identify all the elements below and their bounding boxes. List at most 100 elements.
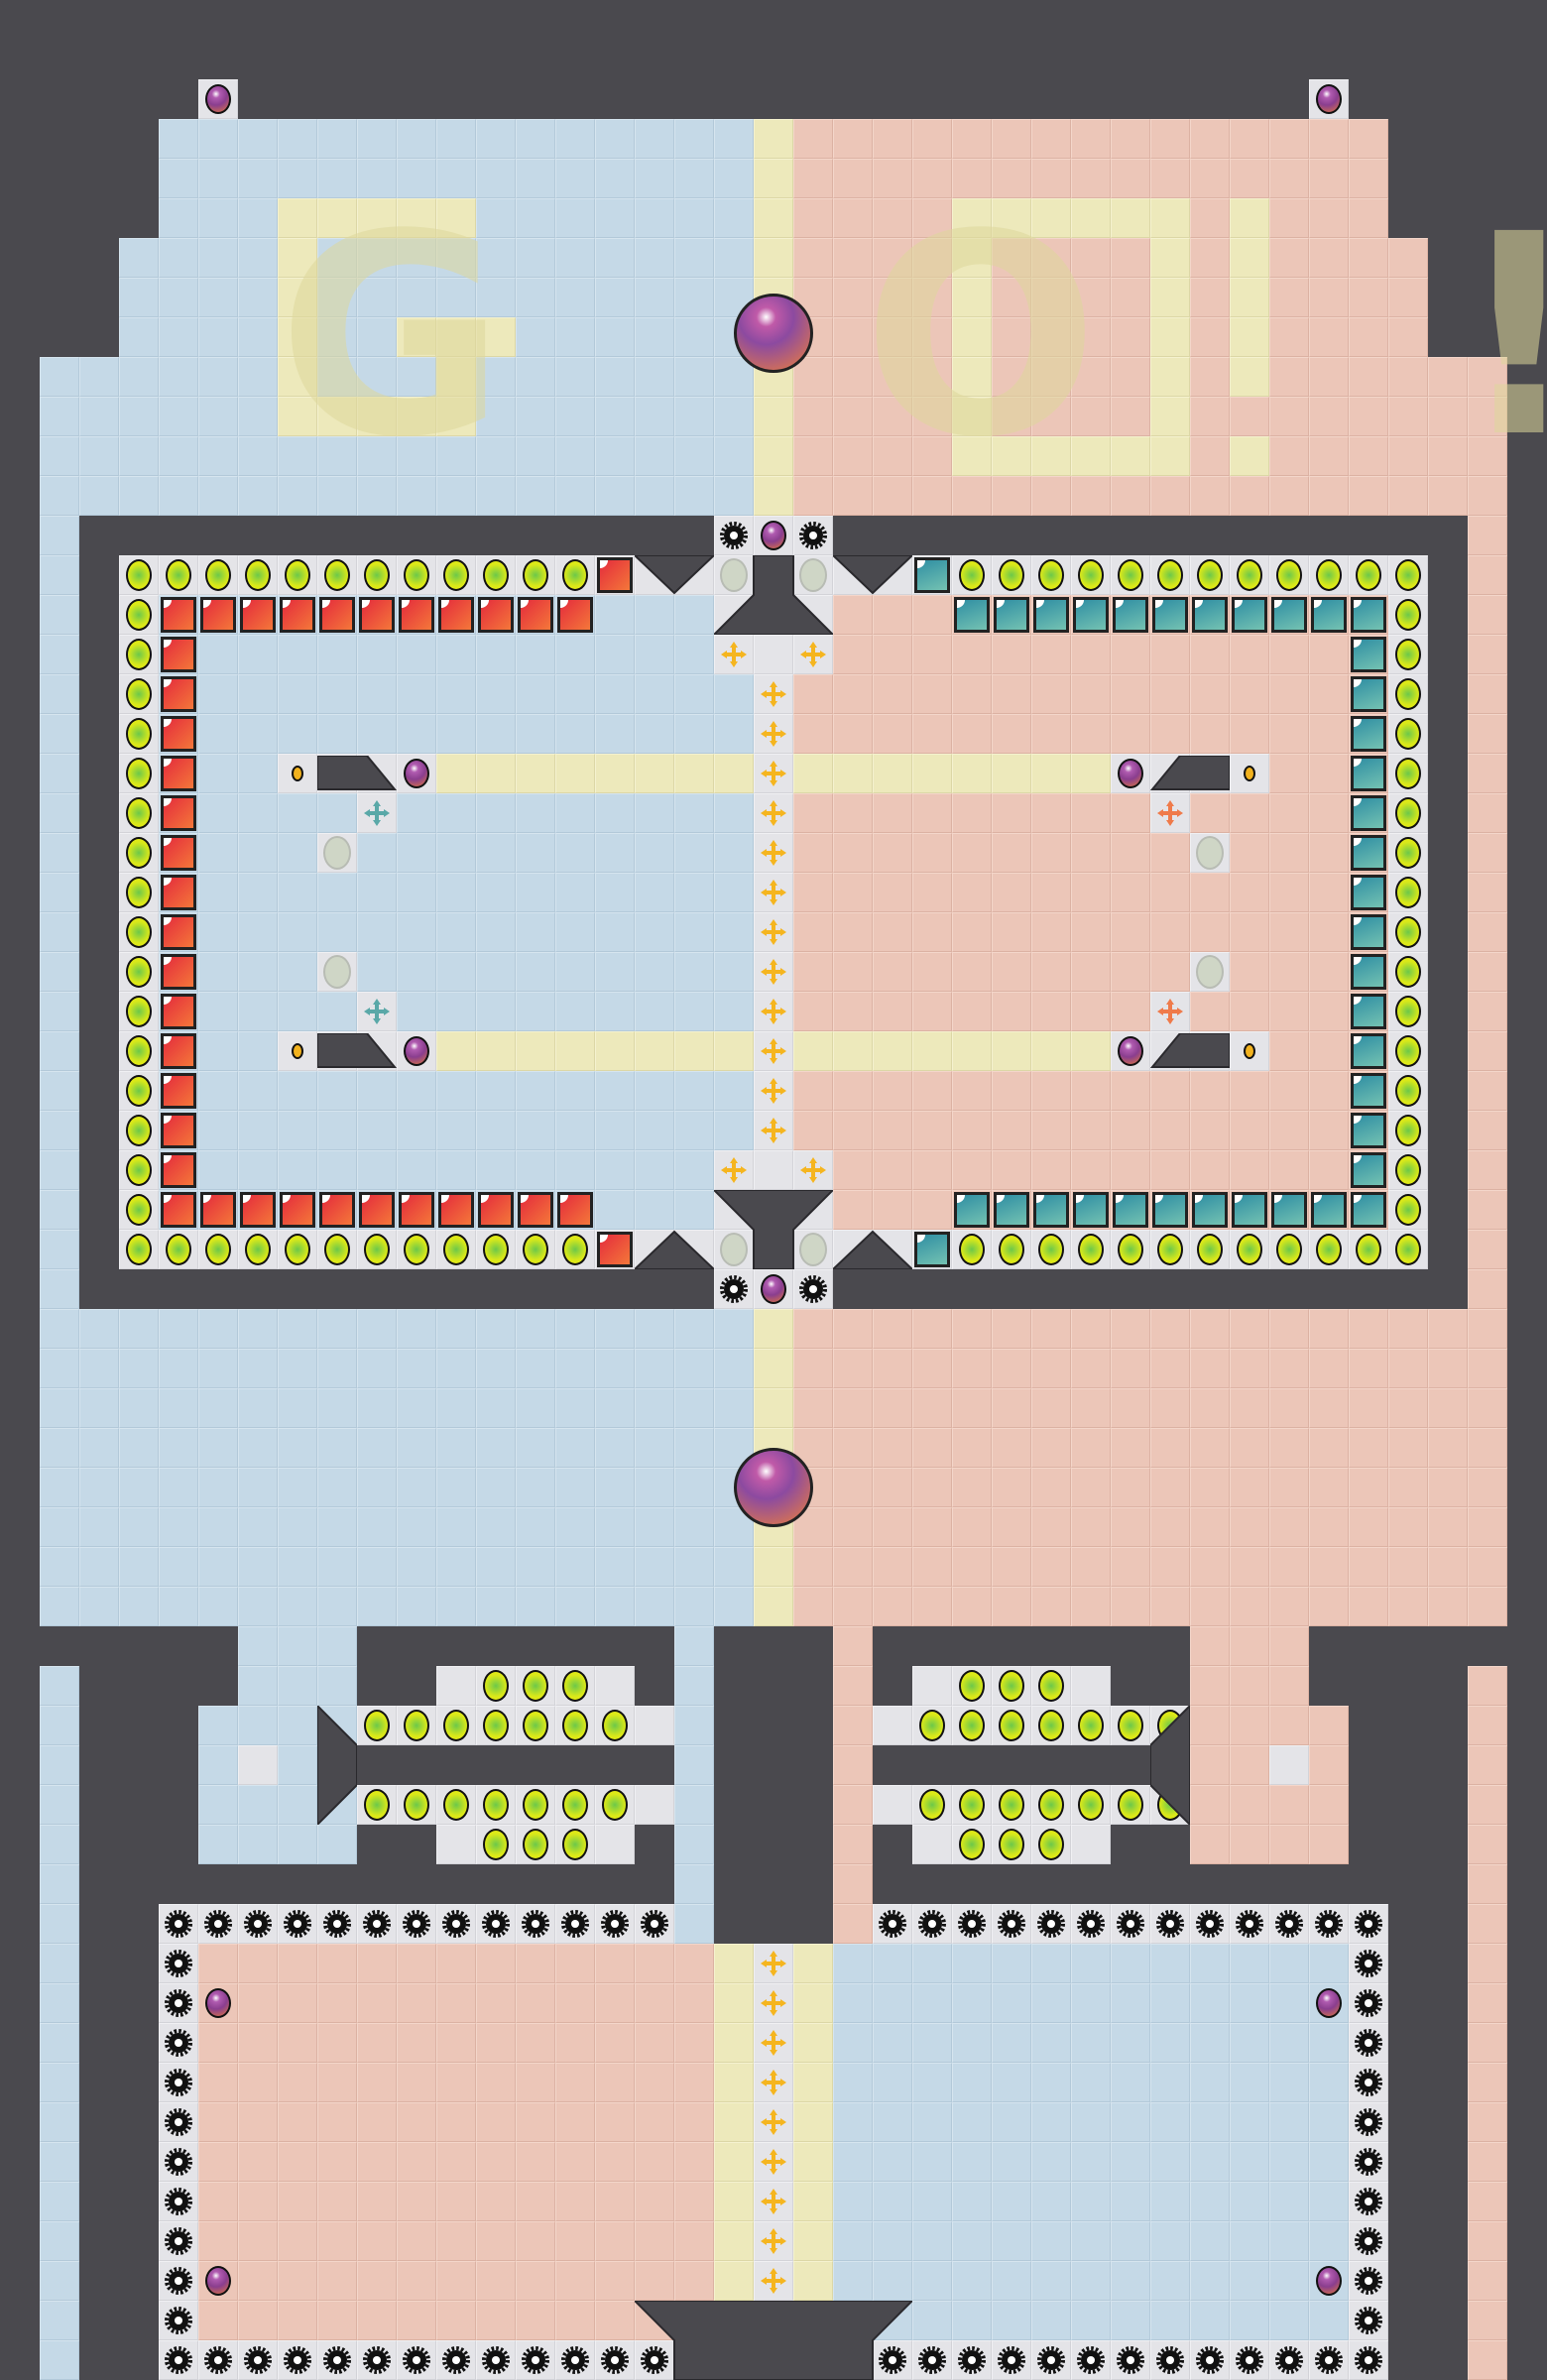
blue-floor-tile bbox=[555, 714, 595, 754]
red-floor-tile bbox=[793, 198, 833, 238]
lane-floor-tile bbox=[754, 436, 793, 476]
gear-icon bbox=[596, 2341, 634, 2379]
blue-floor-tile bbox=[1150, 2023, 1190, 2063]
red-floor-tile bbox=[1230, 1666, 1269, 1706]
blue-floor-tile bbox=[595, 1349, 635, 1388]
blue-floor-tile bbox=[674, 476, 714, 516]
red-floor-tile bbox=[1269, 476, 1309, 516]
red-floor-tile bbox=[1269, 1309, 1309, 1349]
blue-floor-tile bbox=[436, 119, 476, 159]
red-floor-tile bbox=[1111, 317, 1150, 357]
blue-floor-tile bbox=[1230, 2182, 1269, 2221]
gear-icon bbox=[1151, 1905, 1189, 1943]
empty-pellet-slot-icon bbox=[318, 834, 356, 872]
red-floor-tile bbox=[873, 635, 912, 674]
red-floor-tile bbox=[238, 2102, 278, 2142]
red-floor-tile bbox=[1309, 1468, 1349, 1507]
red-floor-tile bbox=[1388, 1388, 1428, 1428]
blue-floor-tile bbox=[317, 436, 357, 476]
blue-floor-tile bbox=[238, 357, 278, 397]
plus-arrow-icon bbox=[755, 1072, 792, 1110]
red-floor-tile bbox=[1468, 952, 1507, 992]
metal-floor-tile bbox=[1388, 754, 1428, 793]
pellet-icon bbox=[398, 1707, 435, 1744]
blue-floor-tile bbox=[555, 952, 595, 992]
metal-floor-tile bbox=[635, 2340, 674, 2380]
red-floor-tile bbox=[992, 357, 1031, 397]
blue-floor-tile bbox=[635, 952, 674, 992]
blue-floor-tile bbox=[873, 2023, 912, 2063]
red-floor-tile bbox=[595, 2221, 635, 2261]
blue-floor-tile bbox=[555, 912, 595, 952]
metal-floor-tile bbox=[317, 952, 357, 992]
blue-floor-tile bbox=[476, 793, 516, 833]
bomb-icon bbox=[199, 80, 237, 118]
metal-floor-tile bbox=[436, 1666, 476, 1706]
metal-floor-tile bbox=[397, 1706, 436, 1745]
red-floor-tile bbox=[1190, 1111, 1230, 1150]
red-floor-tile bbox=[1388, 1428, 1428, 1468]
blue-floor-tile bbox=[516, 1507, 555, 1547]
red-floor-tile bbox=[1150, 1349, 1190, 1388]
blue-floor-tile bbox=[198, 278, 238, 317]
blue-floor-tile bbox=[278, 833, 317, 873]
red-floor-tile bbox=[1349, 1150, 1388, 1190]
blue-floor-tile bbox=[119, 436, 159, 476]
red-floor-tile bbox=[1468, 357, 1507, 397]
blue-floor-tile bbox=[516, 1190, 555, 1230]
blue-floor-tile bbox=[238, 1309, 278, 1349]
red-floor-tile bbox=[1190, 119, 1230, 159]
red-floor-tile bbox=[1111, 278, 1150, 317]
blue-floor-tile bbox=[1111, 2301, 1150, 2340]
lane-floor-tile bbox=[952, 357, 992, 397]
lane-floor-tile bbox=[754, 1309, 793, 1349]
gear-icon bbox=[596, 1905, 634, 1943]
blue-floor-tile bbox=[357, 1111, 397, 1150]
blue-floor-tile bbox=[516, 436, 555, 476]
blue-floor-tile bbox=[635, 1587, 674, 1626]
blue-floor-tile bbox=[238, 317, 278, 357]
red-block-icon bbox=[318, 1191, 356, 1229]
red-floor-tile bbox=[912, 595, 952, 635]
red-floor-tile bbox=[1269, 674, 1309, 714]
game-ball[interactable] bbox=[734, 1448, 813, 1527]
pellet-icon bbox=[1112, 1707, 1149, 1744]
metal-floor-tile bbox=[992, 1785, 1031, 1825]
game-ball[interactable] bbox=[734, 294, 813, 373]
red-floor-tile bbox=[992, 1587, 1031, 1626]
metal-floor-tile bbox=[1111, 1230, 1150, 1269]
blue-floor-tile bbox=[397, 1468, 436, 1507]
red-floor-tile bbox=[1071, 1428, 1111, 1468]
red-block-icon bbox=[160, 1032, 197, 1070]
red-floor-tile bbox=[833, 1190, 873, 1230]
red-floor-tile bbox=[952, 476, 992, 516]
metal-floor-tile bbox=[1111, 1031, 1150, 1071]
metal-floor-tile bbox=[754, 912, 793, 952]
lane-floor-tile bbox=[1230, 198, 1269, 238]
metal-floor-tile bbox=[873, 1785, 912, 1825]
blue-floor-tile bbox=[238, 1666, 278, 1706]
blue-floor-tile bbox=[1071, 2301, 1111, 2340]
pellet-icon bbox=[279, 556, 316, 594]
red-floor-tile bbox=[595, 2182, 635, 2221]
red-floor-tile bbox=[1071, 873, 1111, 912]
blue-floor-tile bbox=[635, 595, 674, 635]
pellet-icon bbox=[120, 636, 158, 673]
blue-floor-tile bbox=[1190, 2221, 1230, 2261]
blue-floor-tile bbox=[714, 238, 754, 278]
blue-floor-tile bbox=[40, 2301, 79, 2340]
blue-floor-tile bbox=[595, 1190, 635, 1230]
red-floor-tile bbox=[1349, 357, 1388, 397]
blue-floor-tile bbox=[79, 436, 119, 476]
blue-floor-tile bbox=[555, 1349, 595, 1388]
blue-floor-tile bbox=[476, 833, 516, 873]
blue-floor-tile bbox=[198, 1428, 238, 1468]
red-floor-tile bbox=[833, 278, 873, 317]
red-floor-tile bbox=[833, 635, 873, 674]
blue-floor-tile bbox=[1031, 2023, 1071, 2063]
red-floor-tile bbox=[952, 912, 992, 952]
red-floor-tile bbox=[1309, 1507, 1349, 1547]
blue-floor-tile bbox=[674, 793, 714, 833]
lane-floor-tile bbox=[436, 754, 476, 793]
blue-floor-tile bbox=[595, 397, 635, 436]
